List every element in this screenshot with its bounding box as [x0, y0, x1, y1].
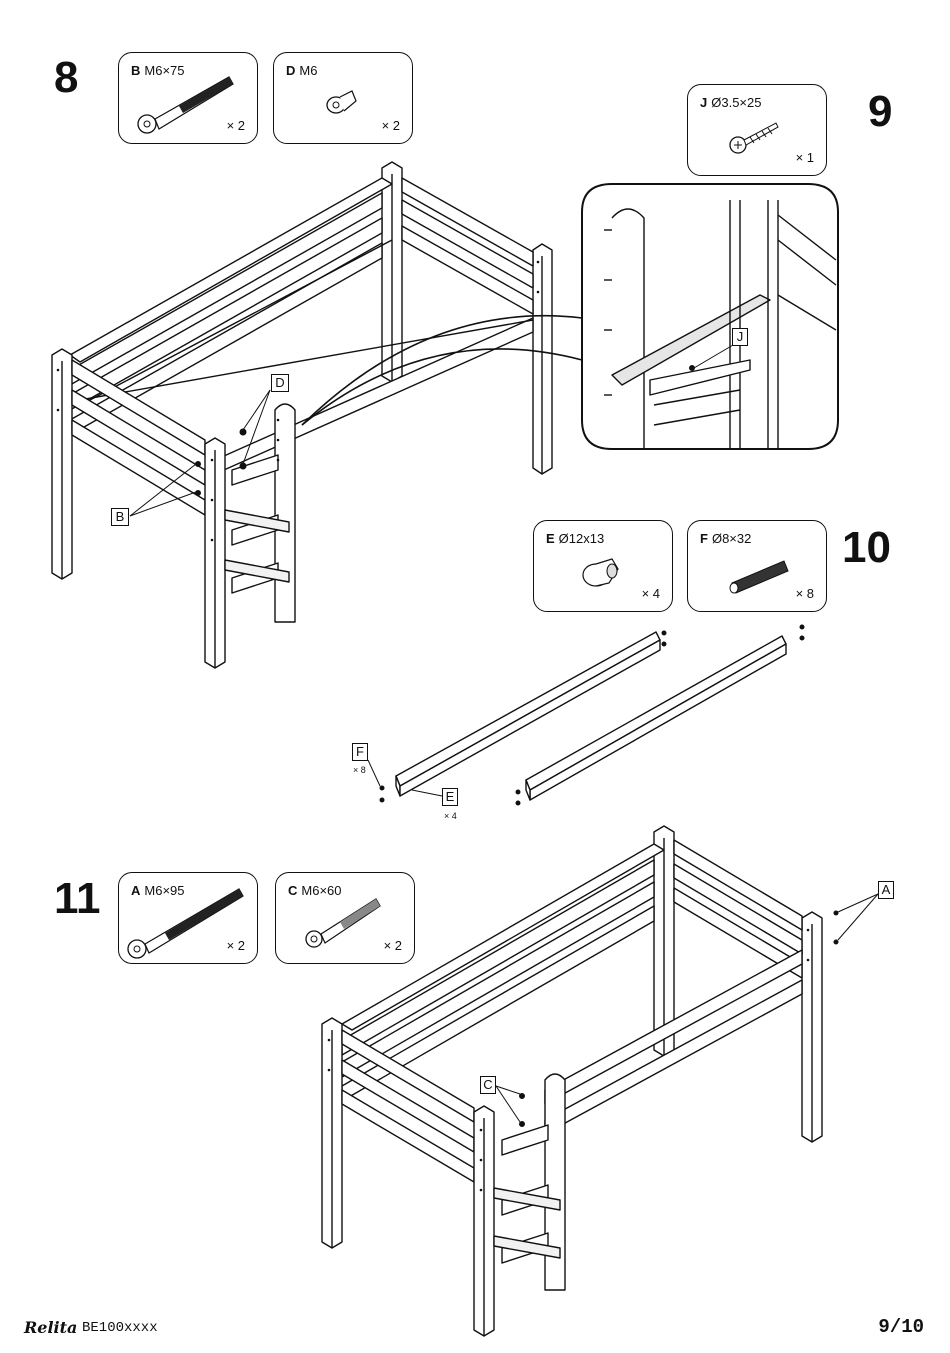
product-code: BE100xxxx: [82, 1320, 158, 1336]
page-number: 9/10: [878, 1316, 924, 1338]
step10-rails: [396, 632, 786, 800]
callout-j: J: [732, 328, 748, 346]
step8-bed-frame: [52, 162, 552, 668]
callout-e: E: [442, 788, 458, 806]
callout-c: C: [480, 1076, 496, 1094]
callout-d: D: [271, 374, 289, 392]
callout-f-qty: × 8: [353, 765, 366, 775]
callout-f: F: [352, 743, 368, 761]
callout-a: A: [878, 881, 894, 899]
brand-logo: Relita: [24, 1318, 77, 1337]
callout-b: B: [111, 508, 129, 526]
callout-e-qty: × 4: [444, 811, 457, 821]
step9-detail-frame: [582, 184, 838, 449]
step11-bed-frame: [322, 826, 822, 1336]
